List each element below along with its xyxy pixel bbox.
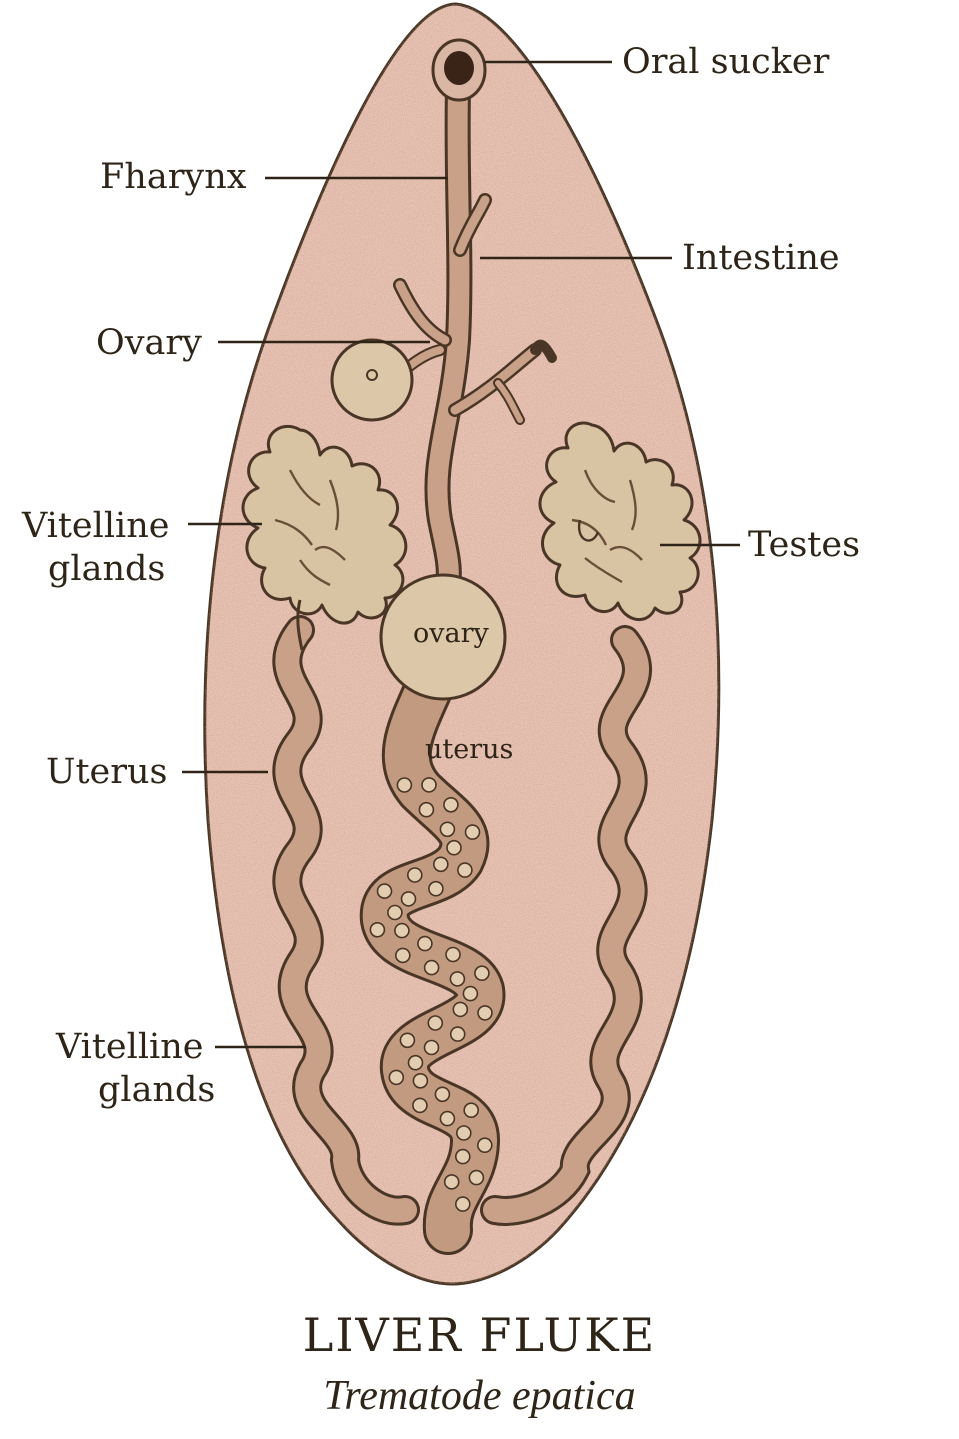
uterus-egg (423, 1039, 440, 1056)
uterus-egg (421, 777, 437, 793)
uterus-egg (439, 821, 456, 838)
uterus-egg (388, 1069, 405, 1086)
uterus-egg (449, 1026, 466, 1042)
uterus-egg (443, 1174, 460, 1190)
uterus-egg (396, 777, 413, 793)
uterus-eggs (369, 777, 493, 1212)
uterus-egg (454, 1148, 471, 1165)
uterus-egg (406, 867, 423, 883)
label-vitelline-glands-upper-line1: Vitelline (21, 506, 169, 546)
inner-label-uterus: uterus (425, 734, 513, 765)
uterus-egg (376, 883, 393, 899)
uterus-egg (464, 824, 481, 840)
uterus-egg (399, 1032, 416, 1049)
left-gland-cluster (241, 424, 408, 651)
central-uterus-fill (362, 668, 503, 1252)
diagram-subtitle: Trematode epatica (323, 1373, 636, 1419)
uterus-egg (432, 856, 449, 873)
uterus-egg (407, 1054, 424, 1071)
inner-label-ovary: ovary (413, 618, 490, 649)
uterus-egg (452, 1001, 469, 1018)
diagram-title: LIVER FLUKE (302, 1308, 657, 1362)
uterus-egg (463, 1102, 480, 1118)
uterus-egg (394, 947, 411, 964)
label-ovary: Ovary (96, 323, 202, 363)
uterus-egg (428, 880, 444, 897)
uterus-egg (462, 985, 479, 1002)
uterus-egg (394, 922, 410, 939)
label-oral-sucker: Oral sucker (622, 42, 830, 82)
label-testes: Testes (748, 525, 860, 565)
uterus-egg (439, 1110, 456, 1127)
uterus-egg (468, 1169, 485, 1186)
intestine-branches (389, 193, 557, 425)
uterus-egg (443, 796, 459, 813)
uterus-egg (454, 1196, 471, 1212)
uterus-egg (412, 1097, 428, 1114)
right-testis-duct-fill (483, 628, 649, 1223)
central-ovary (379, 573, 507, 701)
uterus-egg (474, 965, 490, 982)
uterus-egg (434, 1086, 451, 1103)
oral-sucker-mouth (444, 51, 474, 85)
uterus-egg (417, 935, 433, 952)
uterus-egg (423, 959, 440, 976)
uterus-egg (476, 1137, 493, 1153)
uterus-egg (445, 946, 461, 963)
uterus-egg (455, 1125, 472, 1141)
label-uterus: Uterus (46, 752, 168, 792)
label-intestine: Intestine (682, 238, 840, 278)
uterus-egg (477, 1005, 493, 1021)
label-vitelline-glands-lower-line1: Vitelline (55, 1027, 203, 1067)
label-fharynx: Fharynx (100, 157, 247, 197)
uterus-egg (449, 971, 466, 987)
uterus-egg (400, 891, 417, 907)
label-vitelline-glands-upper-line2: glands (48, 549, 165, 589)
intestine-trunk-fill (427, 80, 470, 610)
uterus-egg (369, 921, 386, 938)
left-vitelline-duct-fill (275, 618, 417, 1223)
uterus-egg (387, 904, 403, 921)
uterus-egg (427, 1015, 444, 1031)
small-ovary-nucleus (366, 369, 378, 381)
uterus-egg (446, 839, 462, 856)
uterus-egg (418, 801, 435, 818)
right-testis-cluster (538, 421, 702, 621)
label-vitelline-glands-lower-line2: glands (98, 1070, 215, 1110)
uterus-egg (412, 1073, 429, 1089)
leader-lines (182, 60, 740, 1049)
uterus-egg (457, 862, 473, 878)
